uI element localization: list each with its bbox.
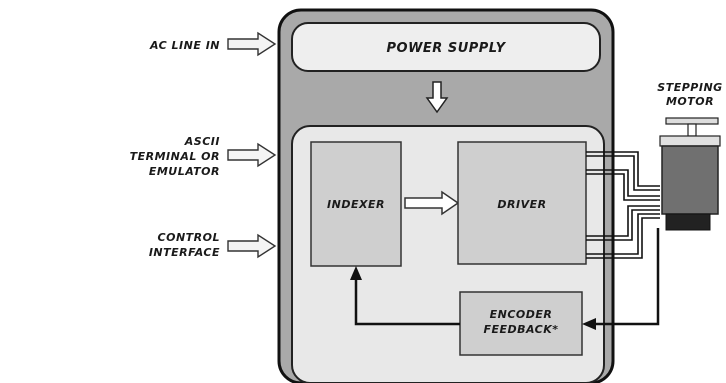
ac-line-in-label: AC LINE IN [149,39,220,52]
power-supply-block [291,22,601,72]
feedback-arrowhead [350,266,362,280]
indexer-to-driver-arrow [404,190,460,216]
motor-label-line1: STEPPING [657,81,722,94]
motor-label-line2: MOTOR [666,95,714,108]
driver-motor-wiring [586,151,660,259]
control-interface-label-line1: CONTROL [158,231,220,244]
encoder-arrowhead [582,318,596,330]
power-supply-label: POWER SUPPLY [387,41,507,56]
encoder-feedback-label-line1: ENCODER [490,308,553,321]
control-interface-label-line2: INTERFACE [149,246,220,259]
indexer-block [310,141,402,267]
motor-to-encoder-line [596,228,660,326]
ascii-terminal-label-line1: ASCII [184,135,220,148]
power-down-arrow [425,81,449,114]
stepping-motor [659,117,721,231]
ascii-terminal-arrow [227,142,277,168]
control-interface-arrow [227,233,277,259]
ascii-terminal-label-line3: EMULATOR [149,165,220,178]
motor-base [665,213,711,231]
encoder-feedback-block [459,291,583,356]
indexer-label: INDEXER [327,198,385,211]
motor-body [661,145,719,215]
driver-label: DRIVER [497,198,546,211]
ascii-terminal-label-line2: TERMINAL OR [130,150,220,163]
driver-block [457,141,587,265]
motor-flange [659,135,721,147]
motor-shaft [687,123,697,137]
encoder-feedback-label-line2: FEEDBACK* [483,323,558,336]
feedback-line-to-indexer [354,276,460,326]
motor-shaft-top [665,117,719,125]
ac-line-in-arrow [227,31,277,57]
